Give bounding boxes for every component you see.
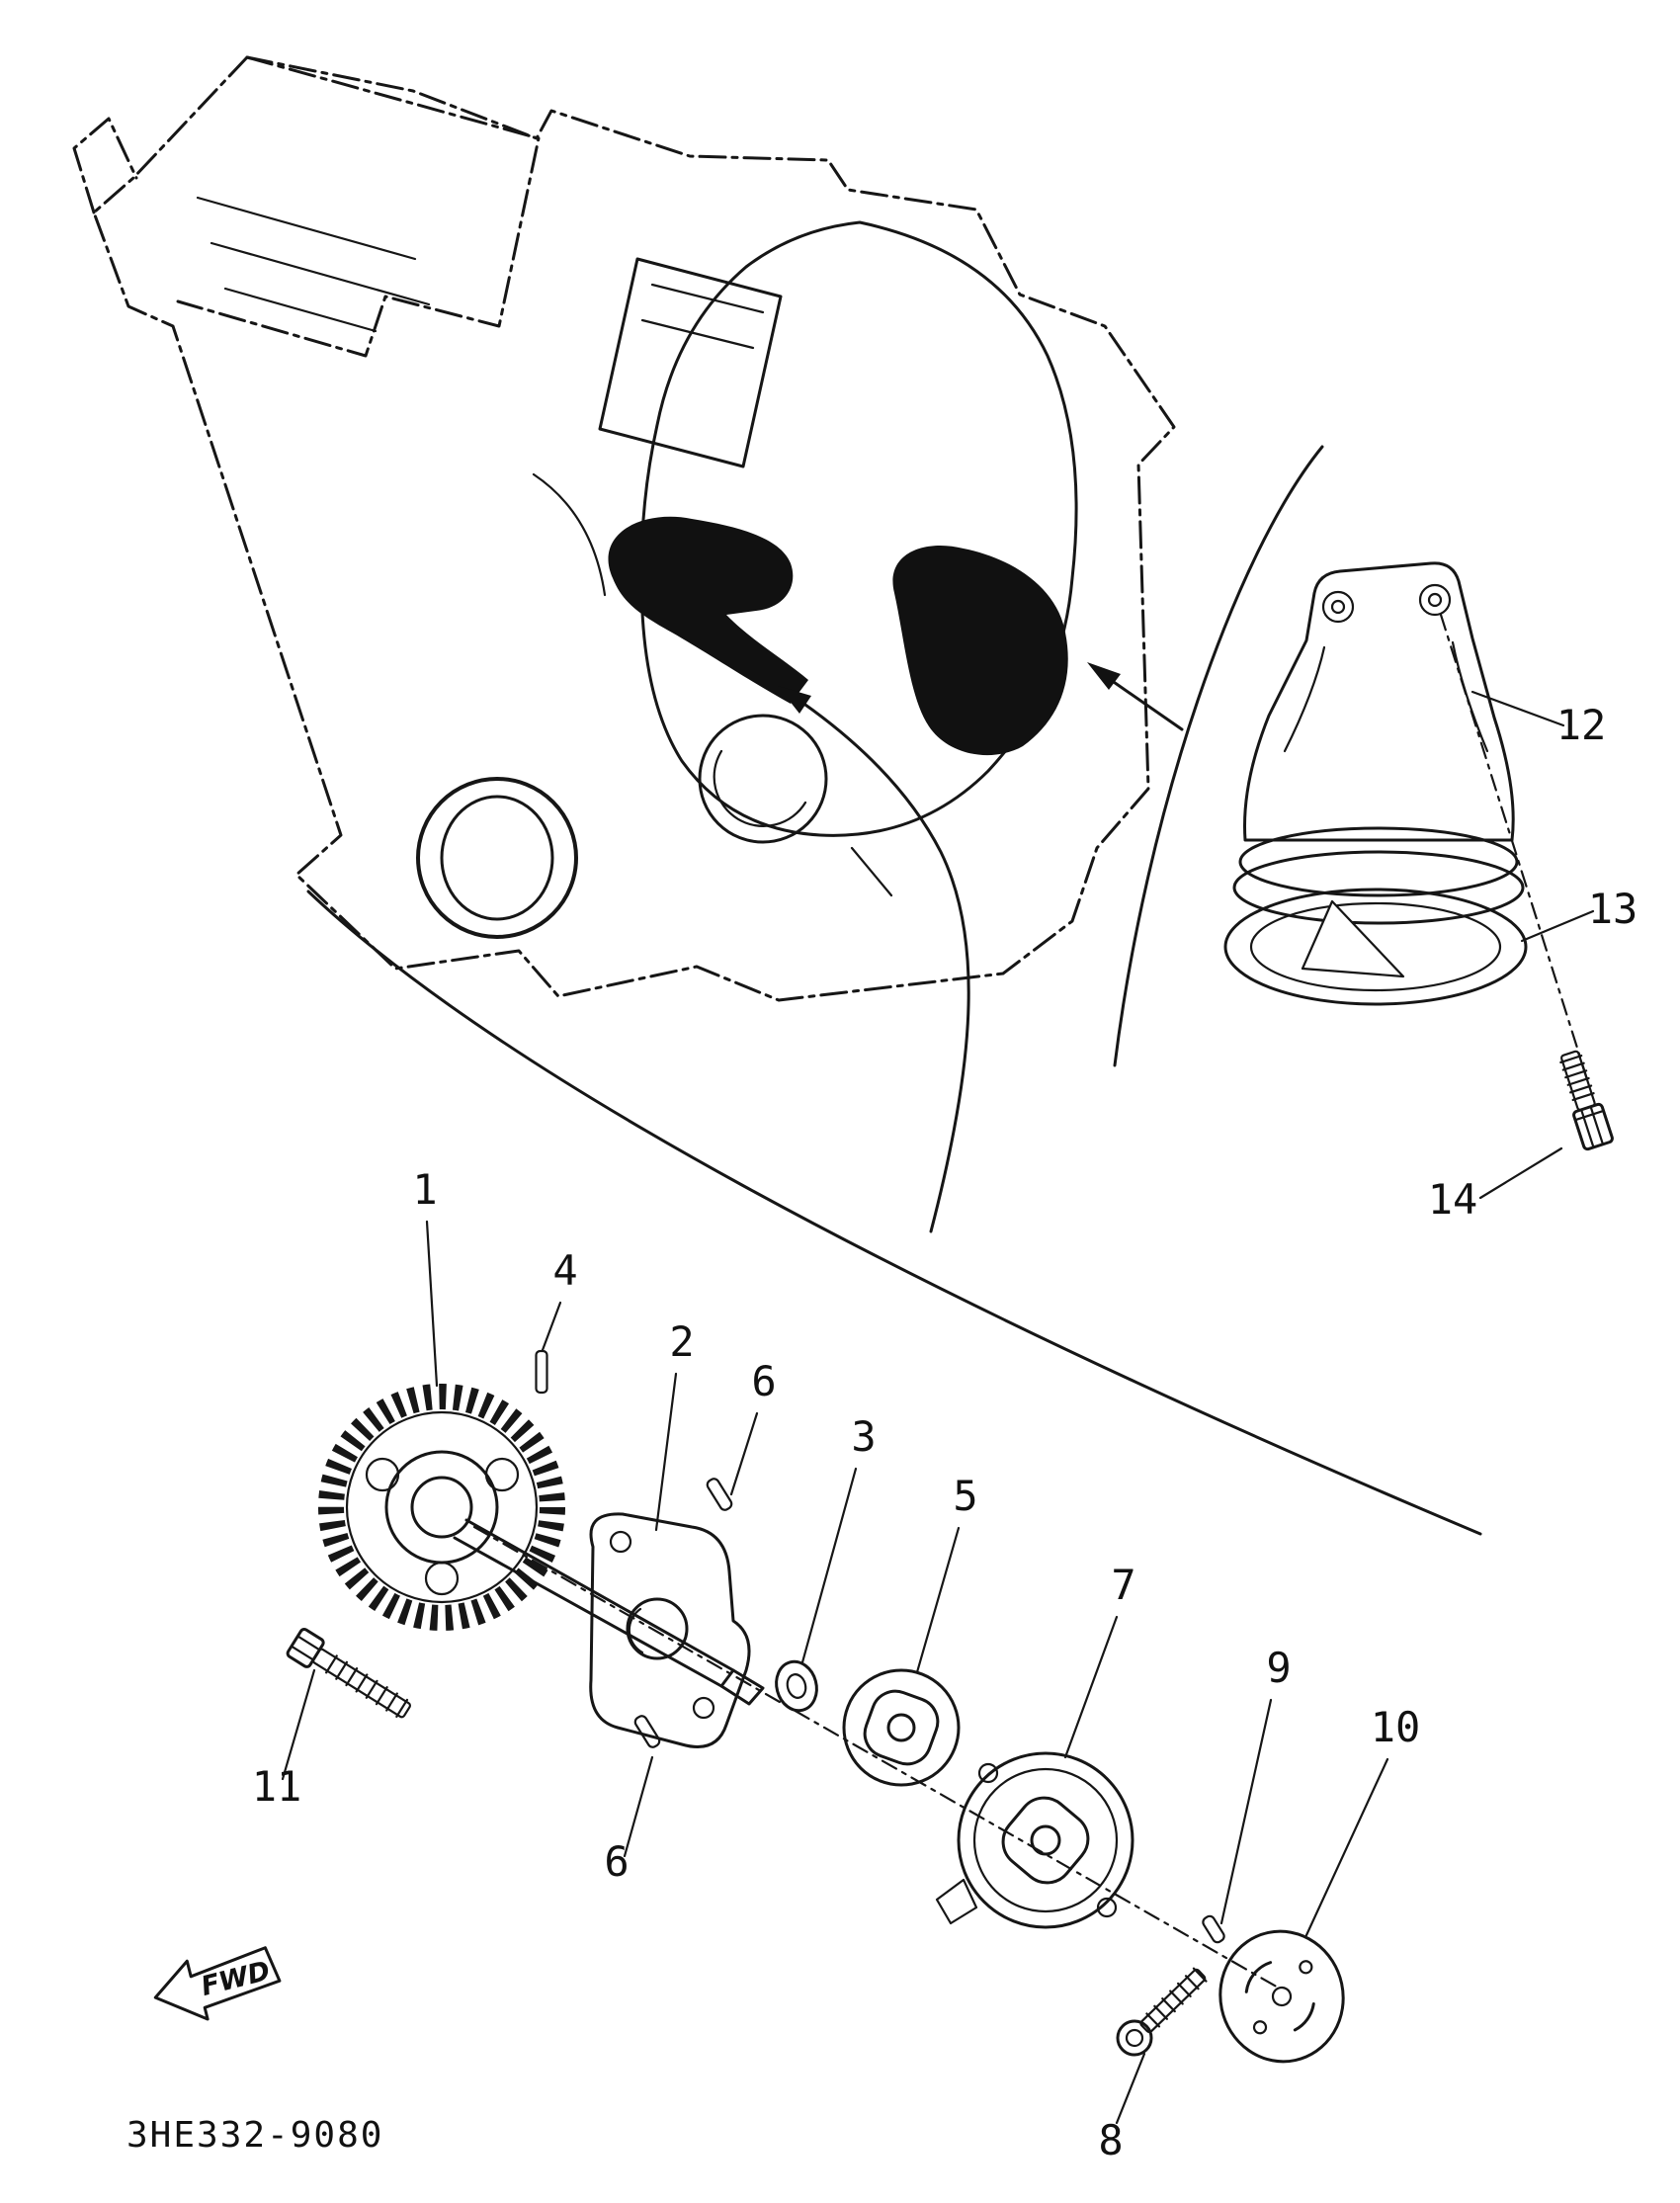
- oil-passage-highlight-left: [608, 516, 808, 704]
- callout-12: 12: [1556, 701, 1607, 749]
- part-pin-6-upper: [706, 1478, 733, 1511]
- frame-sweep-lines: [306, 445, 1482, 1536]
- part-washer-3: [775, 1659, 818, 1713]
- part-drive-gear-1: [318, 1384, 565, 1631]
- callout-7: 7: [1111, 1561, 1135, 1609]
- callout-13: 13: [1588, 885, 1638, 933]
- part-strainer-screen-13: [1223, 888, 1528, 1006]
- diagram-code: 3HE332-9080: [126, 2115, 383, 2156]
- part-oil-pump-housing-12: [1232, 561, 1525, 925]
- part-pin-4: [535, 1349, 548, 1395]
- callout-2: 2: [669, 1317, 694, 1366]
- callout-14: 14: [1428, 1175, 1478, 1224]
- callout-1: 1: [412, 1165, 437, 1214]
- assembly-axis-line: [472, 1525, 1282, 1991]
- part-pin-6-lower: [633, 1715, 661, 1748]
- callout-3: 3: [851, 1412, 876, 1461]
- part-pin-9: [1202, 1914, 1225, 1944]
- callout-6-lower: 6: [604, 1837, 629, 1886]
- pointer-arrow-right: [1087, 662, 1184, 731]
- part-bolt-11: [286, 1628, 411, 1719]
- part-bolt-14: [1559, 1050, 1614, 1151]
- part-pump-shaft: [453, 1518, 765, 1706]
- callout-8: 8: [1098, 2116, 1123, 2164]
- part-pump-body-2: [589, 1512, 751, 1748]
- oil-passage-highlight-right: [892, 546, 1068, 756]
- callout-10: 10: [1371, 1703, 1421, 1751]
- part-cover-plate-10: [1218, 1929, 1345, 2064]
- callout-4: 4: [552, 1246, 577, 1295]
- callout-6-upper: 6: [751, 1357, 776, 1405]
- leader-lines: [281, 690, 1595, 2125]
- fwd-arrow: FWD: [153, 1946, 282, 2021]
- callout-5: 5: [953, 1472, 977, 1520]
- callout-9: 9: [1266, 1644, 1291, 1692]
- callout-11: 11: [252, 1762, 302, 1811]
- part-rotor-housing-7: [935, 1751, 1134, 1929]
- part-bolt-8: [1116, 1967, 1208, 2057]
- bolt-axis-line-14: [1439, 613, 1589, 1081]
- pointer-arrow-main: [778, 686, 970, 1233]
- engine-block-outline: [72, 55, 1176, 1002]
- part-inner-rotor-5: [842, 1668, 961, 1787]
